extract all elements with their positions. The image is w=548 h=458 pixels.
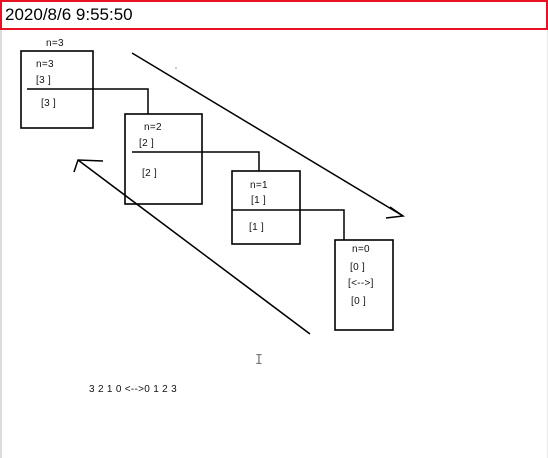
frame-n0-middle: [<-->] (348, 278, 374, 289)
frame-n1-box (231, 170, 301, 245)
frame-n3-exit: [3 ] (41, 98, 57, 109)
ascending-arrow-shaft (77, 159, 311, 335)
frame-n0-entry: [0 ] (350, 262, 366, 273)
frame-n3-connector (27, 88, 149, 114)
title-bar: 2020/8/6 9:55:50 (0, 0, 548, 30)
frame-n3-entry: [3 ] (36, 75, 52, 86)
frame-n2-connector (132, 151, 260, 171)
stray-dot (175, 67, 177, 69)
frame-n0-box (334, 239, 394, 331)
ascending-arrow-head (73, 159, 104, 173)
descending-arrow-shaft (131, 52, 404, 217)
output-sequence-text: 3 2 1 0 <-->0 1 2 3 (89, 384, 177, 395)
text-cursor-icon: I (255, 353, 263, 368)
frame-n3-header: n=3 (46, 38, 64, 49)
frame-n2-entry: [2 ] (139, 138, 155, 149)
frame-n3-label: n=3 (36, 59, 54, 70)
frame-n2-box (124, 113, 203, 205)
frame-n2-label: n=2 (144, 122, 162, 133)
canvas-left-edge (0, 30, 2, 458)
frame-n2-exit: [2 ] (142, 168, 158, 179)
frame-n1-label: n=1 (250, 180, 268, 191)
frame-n0-exit: [0 ] (351, 296, 367, 307)
descending-arrow-head (385, 206, 406, 219)
frame-n1-exit: [1 ] (249, 222, 265, 233)
timestamp-text: 2020/8/6 9:55:50 (5, 5, 133, 24)
frame-n0-label: n=0 (352, 244, 370, 255)
frame-n1-entry: [1 ] (251, 195, 267, 206)
frame-n1-connector (232, 209, 345, 240)
